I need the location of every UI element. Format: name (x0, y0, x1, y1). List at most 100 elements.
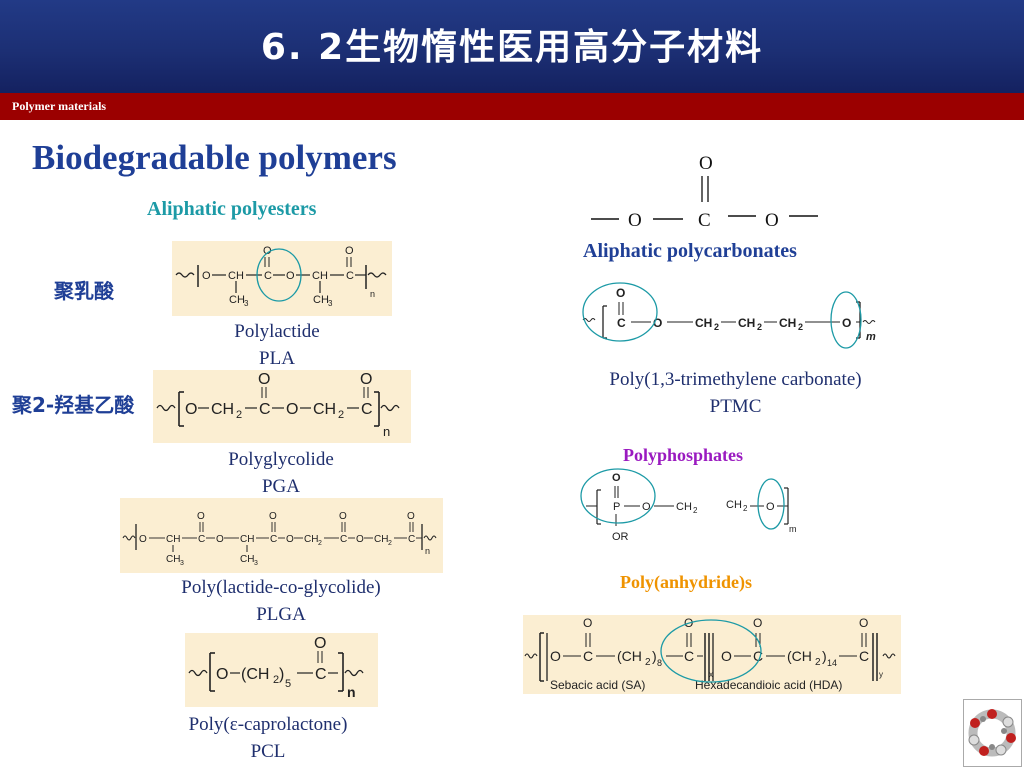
pla-chinese-label: 聚乳酸 (54, 279, 114, 303)
svg-text:C: C (270, 534, 277, 545)
svg-text:y: y (879, 670, 883, 679)
svg-text:CH: CH (312, 270, 328, 282)
aliphatic-polyesters-title: Aliphatic polyesters (147, 198, 317, 220)
ptmc-name: Poly(1,3-trimethylene carbonate) (609, 369, 862, 390)
plga-caption: Poly(lactide-co-glycolide) PLGA (150, 574, 412, 628)
hda-label: Hexadecandioic acid (HDA) (695, 678, 842, 692)
svg-text:C: C (617, 316, 626, 330)
pga-abbr: PGA (261, 476, 300, 497)
svg-text:C: C (346, 270, 354, 282)
pla-abbr: PLA (259, 348, 295, 369)
svg-text:2: 2 (645, 657, 651, 668)
svg-text:C: C (753, 648, 763, 664)
svg-text:O: O (550, 648, 561, 664)
svg-text:n: n (425, 546, 430, 556)
svg-text:2: 2 (273, 674, 279, 686)
svg-text:C: C (198, 534, 205, 545)
svg-text:O: O (286, 534, 294, 545)
pcl-name: Poly(ε-caprolactone) (188, 714, 348, 735)
svg-text:O: O (653, 316, 662, 330)
svg-text:CH: CH (304, 534, 318, 545)
svg-text:O: O (616, 286, 625, 300)
svg-text:2: 2 (318, 540, 322, 547)
svg-text:2: 2 (693, 506, 698, 515)
pga-caption: Polyglycolide PGA (176, 446, 386, 500)
svg-text:O: O (185, 401, 197, 418)
svg-text:2: 2 (338, 409, 344, 421)
svg-text:14: 14 (827, 658, 837, 668)
svg-text:CH: CH (228, 270, 244, 282)
logo-drawing (968, 709, 1016, 757)
svg-text:CH: CH (240, 554, 254, 565)
svg-text:n: n (370, 289, 375, 299)
svg-text:O: O (345, 245, 354, 257)
cyclodextrin-molecule-icon (963, 699, 1022, 767)
svg-text:C: C (859, 648, 869, 664)
svg-text:CH: CH (313, 401, 336, 418)
svg-text:O: O (197, 511, 205, 522)
svg-text:CH: CH (166, 534, 180, 545)
ptmc-abbr: PTMC (709, 396, 762, 417)
svg-text:O: O (202, 270, 211, 282)
subtitle-bar: Polymer materials (0, 93, 1024, 120)
svg-text:CH: CH (240, 534, 254, 545)
pcl-caption: Poly(ε-caprolactone) PCL (163, 711, 373, 765)
carbonate-group-drawing: O O C O (591, 153, 818, 231)
svg-text:O: O (286, 270, 295, 282)
svg-text:2: 2 (815, 657, 821, 668)
svg-text:): ) (652, 648, 657, 664)
svg-text:O: O (721, 648, 732, 664)
svg-text:): ) (279, 666, 284, 683)
svg-text:(CH: (CH (241, 666, 269, 683)
svg-text:5: 5 (285, 678, 291, 690)
svg-text:C: C (361, 401, 373, 418)
title-bar: 6. 2生物惰性医用高分子材料 (0, 0, 1024, 93)
svg-text:m: m (789, 524, 797, 534)
svg-text:O: O (642, 501, 651, 513)
svg-text:C: C (340, 534, 347, 545)
svg-text:O: O (842, 316, 851, 330)
pcl-abbr: PCL (250, 741, 286, 762)
svg-text:O: O (356, 534, 364, 545)
pla-caption: Polylactide PLA (172, 318, 382, 372)
svg-text:O: O (859, 616, 868, 630)
svg-text:O: O (216, 666, 228, 683)
svg-text:P: P (613, 501, 620, 513)
carbonate-top-o: O (699, 153, 713, 174)
svg-text:2: 2 (388, 540, 392, 547)
svg-text:CH: CH (374, 534, 388, 545)
svg-text:C: C (264, 270, 272, 282)
svg-text:O: O (360, 371, 372, 388)
svg-text:O: O (612, 472, 621, 484)
polyphosphates-title: Polyphosphates (623, 445, 744, 465)
polyanhydrides-title: Poly(anhydride)s (620, 572, 753, 592)
svg-text:C: C (583, 648, 593, 664)
svg-text:O: O (339, 511, 347, 522)
svg-text:O: O (314, 635, 326, 652)
carbonate-left-o: O (628, 210, 642, 231)
svg-text:CH: CH (695, 316, 712, 330)
pga-name: Polyglycolide (228, 449, 334, 470)
plga-abbr: PLGA (256, 604, 306, 625)
plga-name: Poly(lactide-co-glycolide) (181, 577, 381, 598)
svg-text:O: O (753, 616, 762, 630)
svg-text:O: O (258, 371, 270, 388)
svg-text:C: C (684, 648, 694, 664)
svg-text:O: O (216, 534, 224, 545)
svg-text:CH: CH (676, 501, 692, 513)
svg-text:(CH: (CH (787, 648, 812, 664)
svg-text:8: 8 (657, 658, 662, 668)
svg-text:CH: CH (738, 316, 755, 330)
svg-text:x: x (709, 670, 713, 679)
svg-text:O: O (263, 245, 272, 257)
svg-text:C: C (259, 401, 271, 418)
svg-text:3: 3 (254, 560, 258, 567)
